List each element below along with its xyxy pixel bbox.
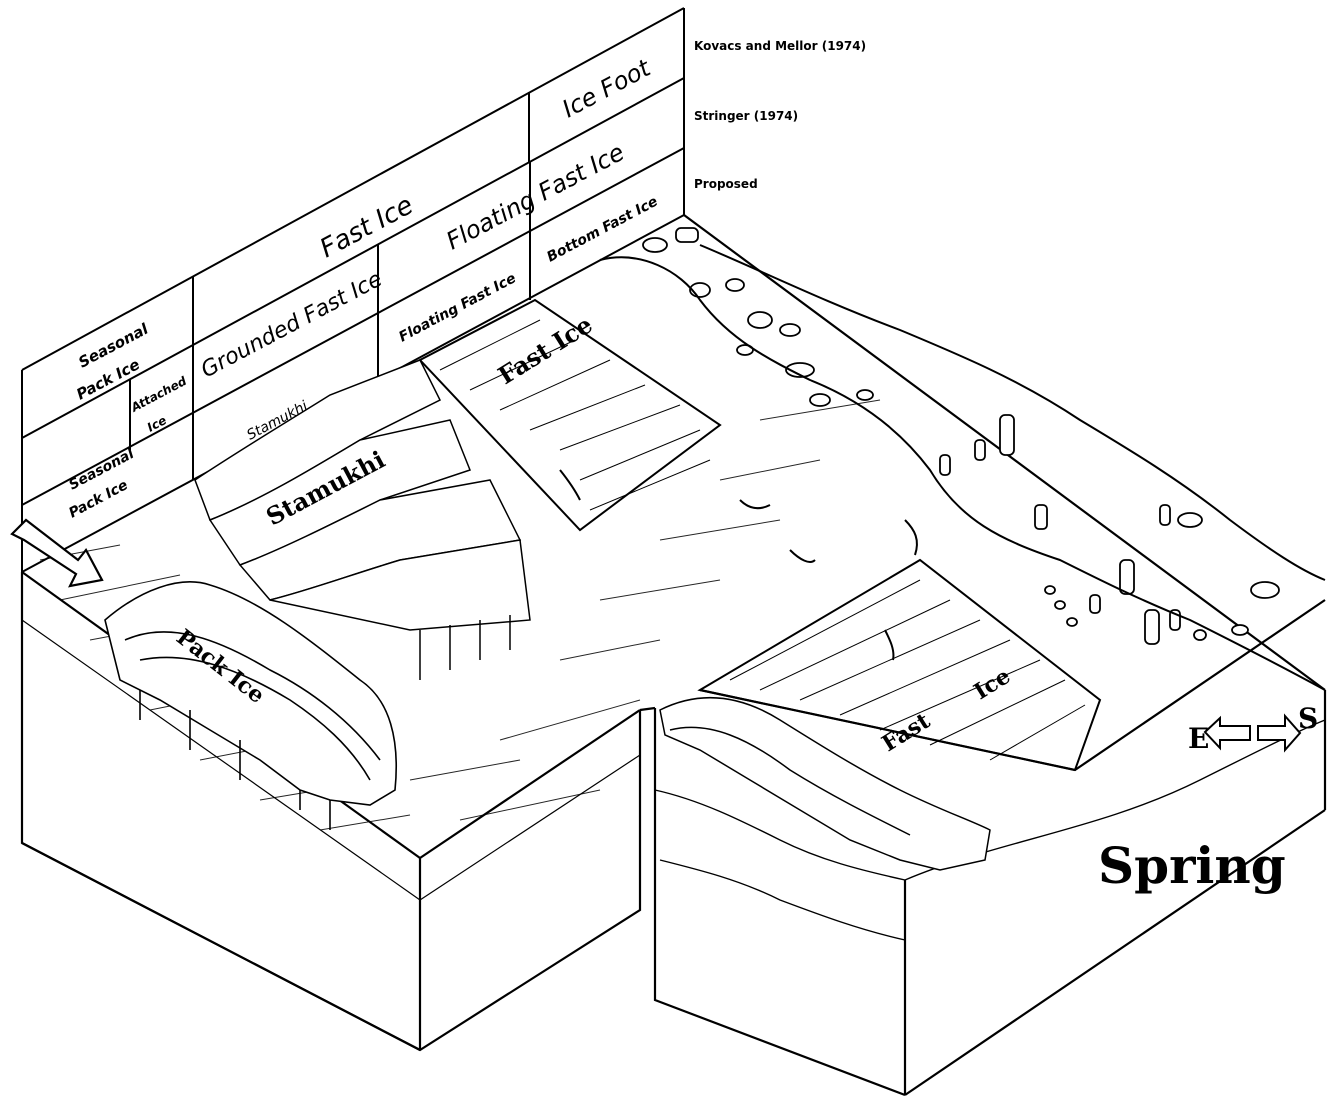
season-title: Spring [1098,836,1286,895]
compass-south-arrow [1258,716,1300,750]
ice-floes [643,228,1279,644]
compass-east-label: E [1188,722,1209,755]
compass: E S [1188,702,1318,755]
label-ice-foot: Ice Foot [558,53,657,123]
ice-drift-arrow [12,520,102,586]
label-bottom-fast-ice: Bottom Fast Ice [544,194,660,266]
ref-kovacs: Kovacs and Mellor (1974) [694,39,866,53]
ref-proposed: Proposed [694,177,758,191]
label-seasonal-top: Seasonal [75,319,152,371]
map-label-ice-lower: Ice [969,663,1015,705]
label-attached-ice: Ice [145,413,169,435]
compass-south-label: S [1298,702,1318,735]
label-floating-fast-ice-row3: Floating Fast Ice [396,270,518,345]
map-label-fast-lower: Fast [877,707,935,757]
compass-east-arrow [1205,718,1250,748]
label-attached: Attached [128,374,189,415]
ice-cracks [560,470,917,660]
shoreline [600,245,1325,690]
map-label-fast-ice-top: Fast Ice [493,310,598,390]
label-grounded-fast-ice: Grounded Fast Ice [197,267,386,384]
ref-stringer: Stringer (1974) [694,109,798,123]
reference-labels: Kovacs and Mellor (1974) Stringer (1974)… [694,39,866,191]
fast-ice-rubble [660,698,990,870]
